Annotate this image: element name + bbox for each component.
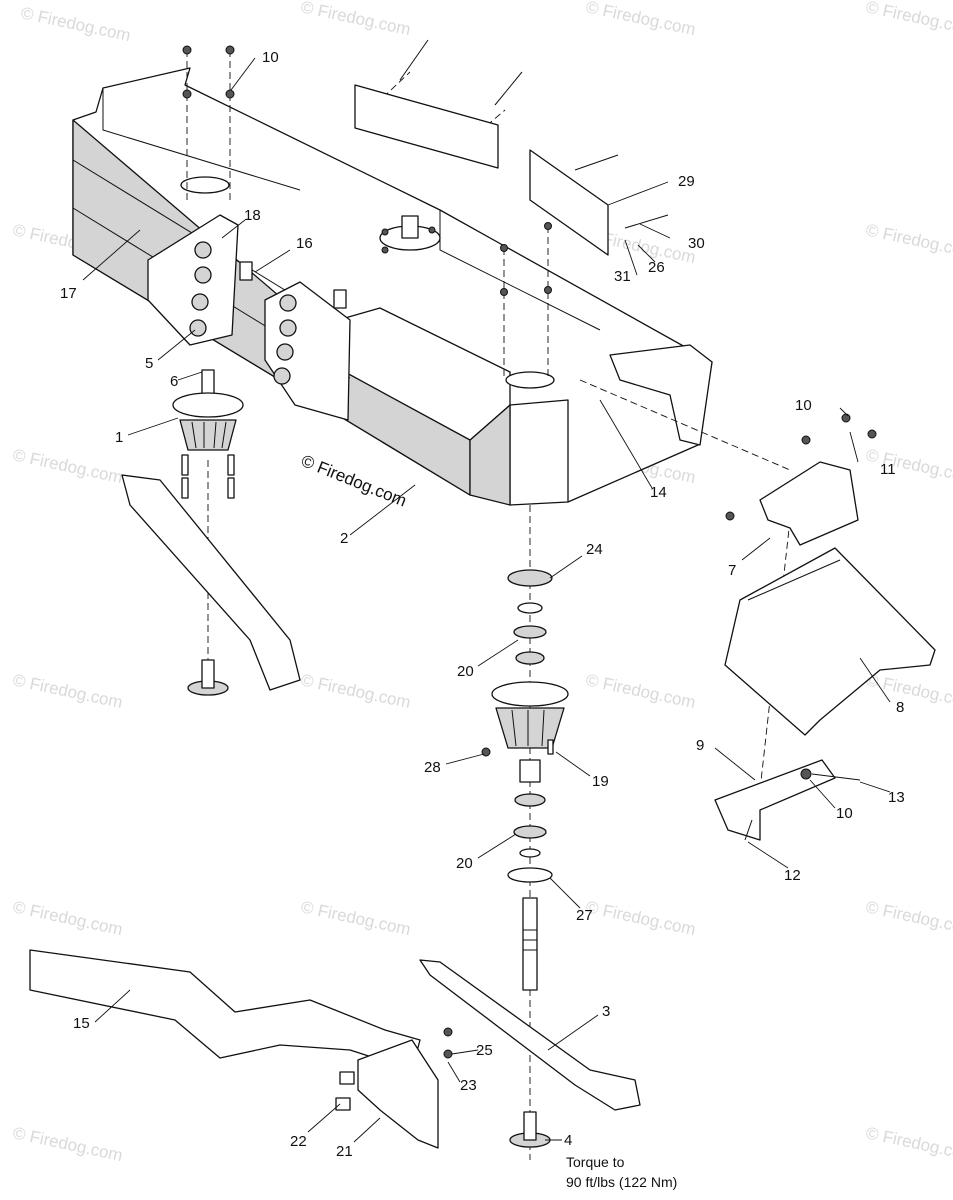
spindle-opening [505,371,555,389]
callout-13: 13 [888,789,905,806]
callout-10b: 10 [795,397,812,414]
watermark: © Firedog.com [584,0,697,39]
callout-15: 15 [73,1015,90,1032]
front-baffle [29,949,421,1071]
watermark: © Firedog.com [299,670,412,712]
blade-bolt-left [187,659,229,696]
baffle-plate [354,39,669,256]
baffle-hardware [335,1027,453,1111]
callout-22: 22 [290,1133,307,1150]
blade-left [121,474,301,691]
spindle-housing-left [172,369,244,499]
watermark: © Firedog.com [864,0,953,39]
callout-25: 25 [476,1042,493,1059]
callout-23: 23 [460,1077,477,1094]
callout-3: 3 [602,1003,610,1020]
callout-16: 16 [296,235,313,252]
callout-19: 19 [592,773,609,790]
callout-2: 2 [340,530,348,547]
copyright-text: © Firedog.com [299,451,410,510]
watermark: © Firedog.com [584,897,697,939]
callout-9: 9 [696,737,704,754]
torque-note-line1: Torque to [566,1154,625,1170]
watermark: © Firedog.com [864,897,953,939]
watermark: © Firedog.com [864,670,953,712]
leader-lines [82,57,891,1143]
callout-17: 17 [60,285,77,302]
bolts-center [500,222,552,296]
watermark: © Firedog.com [864,445,953,487]
drive-spindle-top [379,215,441,254]
torque-note: Torque to 90 ft/lbs (122 Nm) [566,1154,677,1190]
callout-6: 6 [170,373,178,390]
callout-31: 31 [614,268,631,285]
callout-20b: 20 [456,855,473,872]
left-pulley-bracket [147,214,253,346]
callout-4: 4 [564,1132,572,1149]
chute-bracket [725,413,877,546]
callout-30: 30 [688,235,705,252]
watermark: © Firedog.com [11,445,124,487]
watermark: © Firedog.com [584,670,697,712]
callout-26: 26 [648,259,665,276]
watermark: © Firedog.com [864,220,953,262]
baffle-mount-bracket [357,1039,439,1149]
callout-27: 27 [576,907,593,924]
watermark: © Firedog.com [299,897,412,939]
callout-29: 29 [678,173,695,190]
center-spindle-stack [481,569,569,1148]
watermark: © Firedog.com [864,1123,953,1165]
torque-note-line2: 90 ft/lbs (122 Nm) [566,1174,677,1190]
spindle-opening [180,176,230,194]
callout-18: 18 [244,207,261,224]
watermark: © Firedog.com [11,897,124,939]
chute-hinge-bracket [714,759,861,841]
callout-14: 14 [650,484,667,501]
watermark: © Firedog.com [299,0,412,39]
bolts-top-left [182,45,235,99]
callout-8: 8 [896,699,904,716]
callout-labels: 10 29 30 26 31 18 16 17 5 6 1 14 2 10 11… [60,49,905,1160]
callout-20: 20 [457,663,474,680]
watermark: © Firedog.com [11,670,124,712]
middle-pulley-bracket [264,281,351,421]
callout-21: 21 [336,1143,353,1160]
callout-5: 5 [145,355,153,372]
callout-12: 12 [784,867,801,884]
callout-10c: 10 [836,805,853,822]
callout-28: 28 [424,759,441,776]
callout-7: 7 [728,562,736,579]
callout-11: 11 [880,461,896,478]
callout-10: 10 [262,49,279,66]
callout-1: 1 [115,429,123,446]
watermark: © Firedog.com [19,3,132,45]
blade-right [419,959,641,1111]
discharge-chute [724,547,936,736]
watermark: © Firedog.com [11,1123,124,1165]
callout-24: 24 [586,541,603,558]
